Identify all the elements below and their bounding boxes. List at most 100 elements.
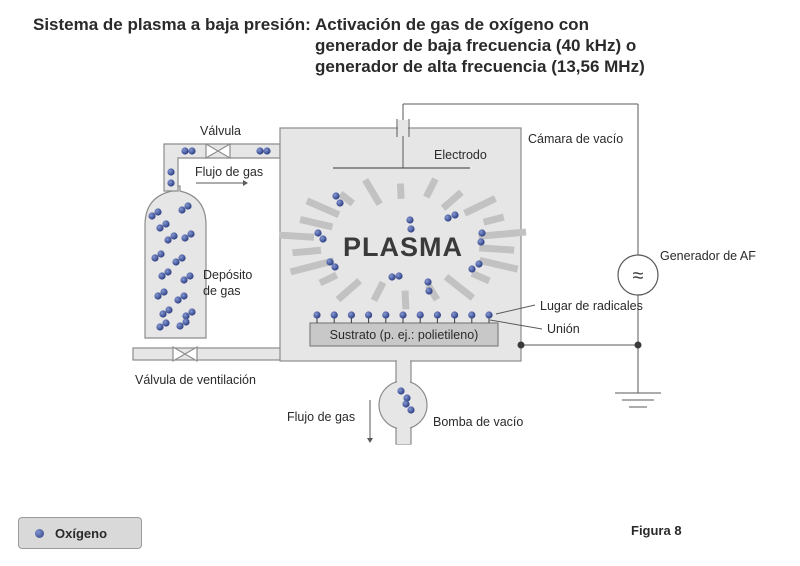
oxygen-molecule — [172, 258, 180, 266]
gas-flow-arrow — [196, 180, 248, 186]
radical-molecule — [382, 311, 390, 319]
oxygen-molecule — [156, 323, 164, 331]
vacuum-chamber-label: Cámara de vacío — [528, 132, 623, 146]
oxygen-molecule — [181, 147, 189, 155]
oxygen-molecule — [184, 202, 192, 210]
oxygen-molecule — [186, 272, 194, 280]
tank-label: de gas — [203, 284, 241, 298]
title-line: generador de baja frecuencia (40 kHz) o — [315, 36, 637, 55]
oxygen-molecule — [188, 147, 196, 155]
oxygen-molecule — [176, 322, 184, 330]
title-lead: Sistema de plasma a baja presión: — [33, 15, 311, 34]
oxygen-molecule — [395, 272, 403, 280]
junction-dot — [634, 341, 642, 349]
gas-flow-arrow — [367, 400, 373, 443]
plasma-ray — [470, 270, 491, 285]
oxygen-molecule — [188, 308, 196, 316]
oxygen-molecule — [444, 214, 452, 222]
oxygen-molecule — [167, 179, 175, 187]
oxygen-molecule — [157, 250, 165, 258]
oxygen-molecule — [319, 235, 327, 243]
plasma-glow — [278, 177, 527, 310]
oxygen-molecule — [165, 306, 173, 314]
oxygen-molecule — [180, 276, 188, 284]
oxygen-molecule — [181, 234, 189, 242]
oxygen-molecule — [170, 232, 178, 240]
leader-lines — [489, 304, 543, 330]
oxygen-molecule — [388, 273, 396, 281]
title-line: generador de alta frecuencia (13,56 MHz) — [315, 57, 645, 76]
oxygen-molecule — [477, 238, 485, 246]
plasma-ray — [305, 197, 341, 219]
bond-label: Unión — [547, 322, 580, 336]
radical-molecule — [416, 311, 424, 319]
oxygen-molecule — [158, 272, 166, 280]
title-line: Activación de gas de oxígeno con — [315, 15, 589, 34]
legend: Oxígeno — [18, 517, 142, 549]
plasma-ray — [479, 244, 515, 254]
oxygen-molecule — [468, 265, 476, 273]
oxygen-molecule — [326, 258, 334, 266]
vent-valve[interactable] — [172, 345, 198, 363]
plasma-ray — [335, 278, 362, 303]
plasma-ray — [362, 178, 383, 206]
oxygen-molecule — [178, 254, 186, 262]
oxygen-molecule-icon — [35, 529, 44, 538]
oxygen-molecule — [314, 229, 322, 237]
gas-valve[interactable] — [205, 142, 231, 160]
oxygen-molecule — [162, 220, 170, 228]
oxygen-molecules — [148, 147, 486, 414]
plasma-ray — [396, 183, 405, 199]
oxygen-molecule — [182, 312, 190, 320]
substrate — [309, 322, 499, 347]
oxygen-molecule — [336, 199, 344, 207]
radical-molecule — [347, 311, 355, 319]
oxygen-molecule — [397, 387, 405, 395]
plasma-ray — [299, 216, 334, 231]
radical-molecule — [313, 311, 321, 319]
substrate-label: Sustrato (p. ej.: polietileno) — [330, 328, 479, 342]
oxygen-molecule — [187, 230, 195, 238]
electrode-label: Electrodo — [434, 148, 487, 162]
oxygen-molecule — [154, 292, 162, 300]
radical-molecule — [451, 311, 459, 319]
gas-flow-label: Flujo de gas — [287, 410, 355, 424]
oxygen-molecule — [406, 216, 414, 224]
oxygen-molecule — [182, 318, 190, 326]
plasma-ray — [482, 213, 505, 226]
plasma-ray — [478, 228, 527, 240]
oxygen-molecule — [178, 206, 186, 214]
rf-generator[interactable] — [617, 254, 659, 296]
oxygen-molecule — [407, 406, 415, 414]
vent-valve-label: Válvula de ventilación — [135, 373, 256, 387]
plasma-ray — [370, 280, 387, 303]
plasma-ray — [423, 177, 439, 199]
oxygen-molecule — [162, 319, 170, 327]
oxygen-molecule — [263, 147, 271, 155]
oxygen-molecule — [164, 236, 172, 244]
plasma-label: PLASMA — [343, 232, 463, 262]
vent-pipe — [132, 347, 282, 361]
oxygen-molecule — [174, 296, 182, 304]
tank-label: Depósito — [203, 268, 252, 282]
oxygen-molecule — [402, 400, 410, 408]
junction-dot — [517, 341, 525, 349]
title-rest: Activación de gas de oxígeno con generad… — [315, 14, 645, 77]
radical-molecule — [433, 311, 441, 319]
plasma-ray — [463, 195, 497, 217]
plasma-ray — [443, 274, 476, 301]
oxygen-molecule — [164, 268, 172, 276]
plasma-ray — [338, 190, 356, 207]
legend-label: Oxígeno — [55, 526, 108, 541]
valve-label: Válvula — [200, 124, 241, 138]
oxygen-molecule — [478, 229, 486, 237]
oxygen-molecule — [151, 254, 159, 262]
oxygen-molecule — [331, 263, 339, 271]
oxygen-molecule — [180, 292, 188, 300]
oxygen-molecule — [159, 310, 167, 318]
oxygen-molecule — [332, 192, 340, 200]
radical-molecule — [485, 311, 493, 319]
oxygen-molecule — [167, 168, 175, 176]
oxygen-molecule — [451, 211, 459, 219]
